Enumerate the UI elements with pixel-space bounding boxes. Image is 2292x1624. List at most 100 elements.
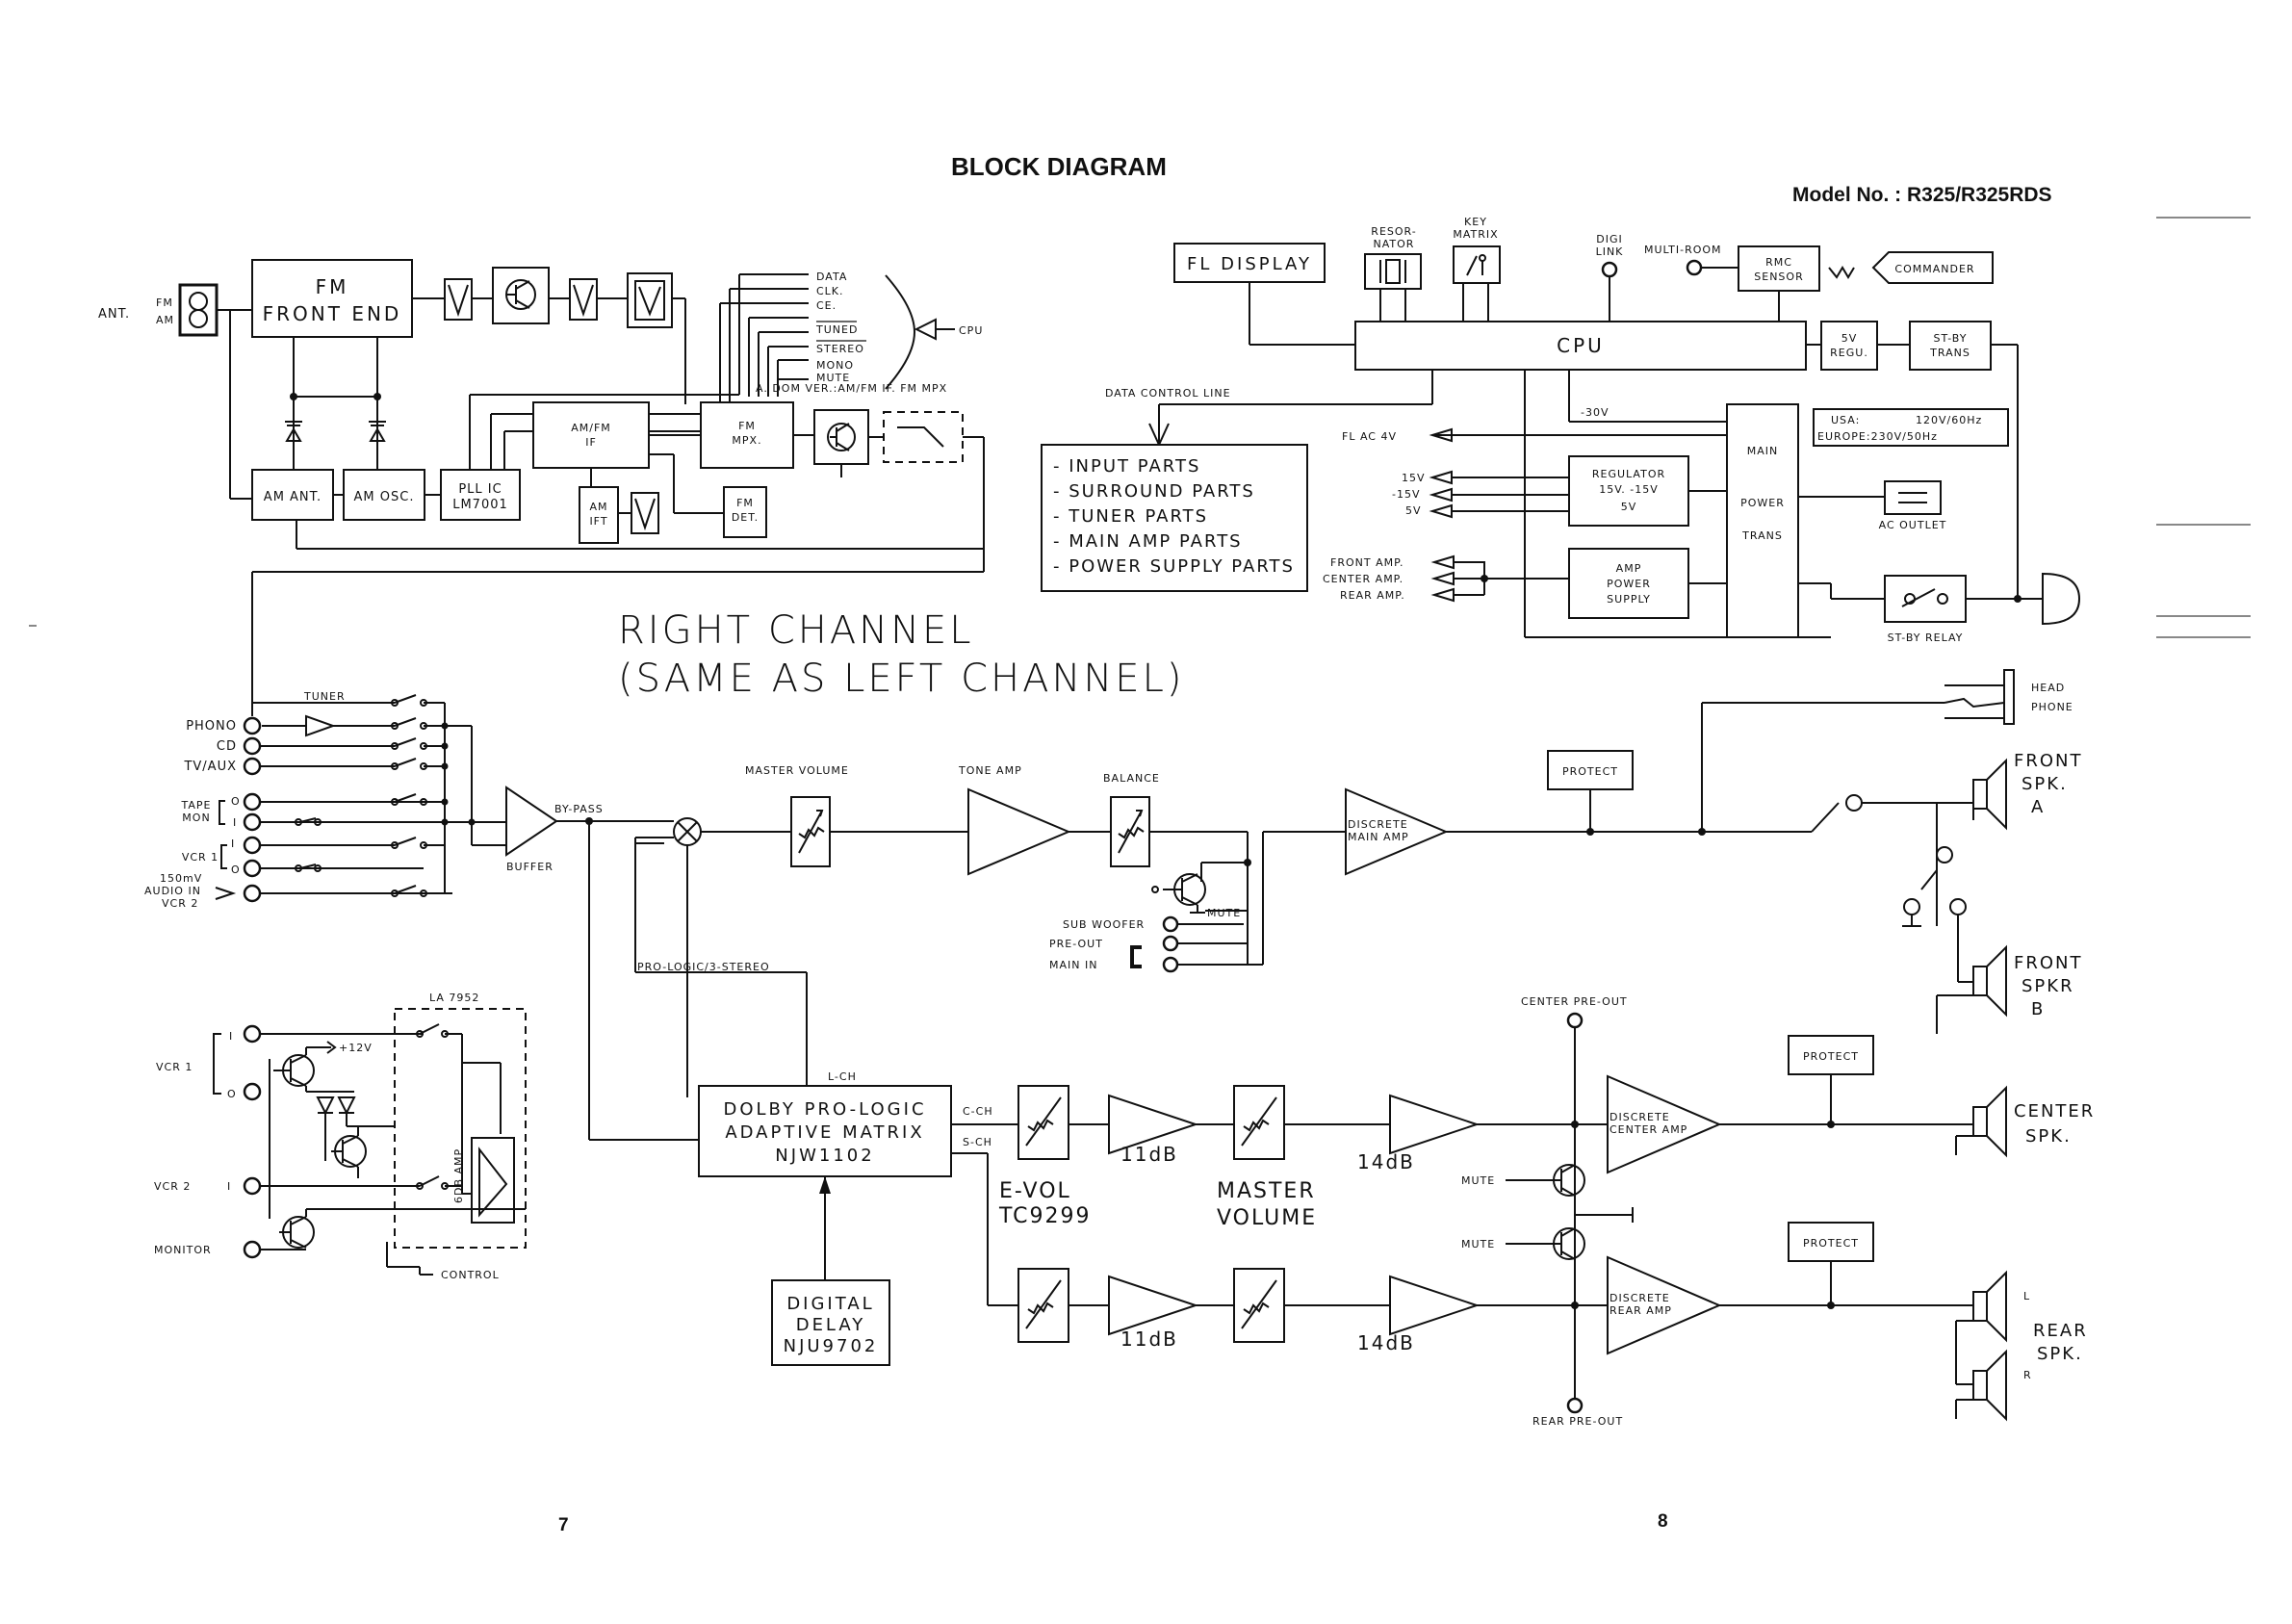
signal-clk: CLK. (816, 285, 844, 297)
stby-trans-block (1909, 321, 1992, 371)
svg-text:CENTER AMP.: CENTER AMP. (1323, 573, 1404, 585)
discrete-main-amp (1345, 787, 1449, 876)
svg-text:MONITOR: MONITOR (154, 1244, 212, 1256)
digital-delay-block (771, 1279, 890, 1366)
svg-text:B: B (2031, 999, 2045, 1019)
svg-text:E-VOL: E-VOL (999, 1179, 1071, 1203)
signal-stereo: STEREO (816, 343, 864, 355)
svg-text:14dB: 14dB (1357, 1331, 1415, 1354)
control-section: FL DISPLAY RESOR- NATOR KEY MATRIX DIGI … (1041, 216, 2081, 644)
svg-text:MASTER VOLUME: MASTER VOLUME (745, 764, 849, 777)
svg-text:ST-BY RELAY: ST-BY RELAY (1888, 632, 1964, 644)
varicap-icon (285, 421, 302, 442)
svg-text:MATRIX: MATRIX (1453, 228, 1498, 241)
main-path: PRO-LOGIC/3-STEREO MASTER VOLUME TONE AM… (634, 669, 2081, 1097)
svg-text:AM: AM (589, 501, 607, 513)
svg-text:MAIN: MAIN (1747, 445, 1779, 457)
right-channel-note: RIGHT CHANNEL (618, 608, 974, 653)
vcr1-out-jack (243, 859, 262, 878)
regulator-block (1568, 455, 1689, 527)
amp-power-supply-block (1568, 548, 1689, 619)
svg-text:BUFFER: BUFFER (506, 861, 554, 873)
svg-text:REGU.: REGU. (1830, 347, 1868, 359)
svg-text:FM: FM (736, 497, 754, 509)
tv-aux-jack (243, 757, 262, 776)
svg-text:5V: 5V (1621, 501, 1637, 513)
svg-text:PROTECT: PROTECT (1803, 1237, 1859, 1250)
svg-text:MUTE: MUTE (1461, 1238, 1495, 1250)
model-number: Model No. : R325/R325RDS (1792, 184, 2052, 206)
fm-det-block (723, 486, 767, 538)
svg-text:I: I (233, 816, 237, 829)
svg-text:5V: 5V (1841, 332, 1858, 345)
svg-text:AM OSC.: AM OSC. (354, 490, 415, 504)
ir-signal-icon (1828, 266, 1855, 279)
svg-text:NJU9702: NJU9702 (784, 1336, 879, 1356)
svg-text:BALANCE: BALANCE (1103, 772, 1160, 785)
svg-text:RMC: RMC (1765, 256, 1792, 269)
svg-text:CENTER: CENTER (2014, 1101, 2095, 1121)
svg-text:PLL IC: PLL IC (458, 482, 502, 497)
svg-text:SPK.: SPK. (2037, 1344, 2083, 1364)
rear-pre-out-jack (1566, 1397, 1584, 1414)
protect-main (1547, 750, 1634, 790)
svg-text:S-CH: S-CH (963, 1136, 992, 1148)
svg-text:SPK.: SPK. (2022, 774, 2068, 794)
ac-outlet-icon (1884, 480, 1942, 515)
svg-text:FL DISPLAY: FL DISPLAY (1187, 254, 1312, 274)
regu-5v-block (1820, 321, 1878, 371)
svg-text:DIGITAL: DIGITAL (786, 1294, 874, 1314)
gain-14db-rear (1389, 1275, 1481, 1336)
svg-text:COMMANDER: COMMANDER (1894, 263, 1974, 275)
svg-text:-30V: -30V (1581, 406, 1610, 419)
svg-text:USA:: USA: (1831, 414, 1860, 426)
svg-text:+12V: +12V (339, 1042, 373, 1054)
svg-text:FM: FM (316, 275, 349, 298)
front-speaker-a (1972, 779, 1988, 810)
headphone-jack (2003, 669, 2015, 725)
ant-label: ANT. (98, 307, 130, 322)
svg-text:MAIN AMP: MAIN AMP (1348, 831, 1409, 843)
signal-mute: MUTE (816, 372, 850, 384)
protect-rear (1788, 1222, 1874, 1262)
margin-marks (29, 217, 2251, 638)
lpf-filter (883, 411, 964, 463)
svg-text:FL AC 4V: FL AC 4V (1342, 430, 1397, 443)
pll-ic-block (440, 469, 521, 521)
svg-text:DOLBY PRO-LOGIC: DOLBY PRO-LOGIC (723, 1099, 926, 1120)
svg-text:ST-BY: ST-BY (1934, 332, 1968, 345)
svg-text:FM: FM (156, 296, 173, 309)
phono-jack (243, 716, 262, 735)
dolby-pro-logic-block (698, 1085, 952, 1177)
discrete-rear-amp (1607, 1255, 1722, 1355)
tape-out-jack (243, 792, 262, 812)
svg-text:PROTECT: PROTECT (1803, 1050, 1859, 1063)
diode-pair (316, 1096, 356, 1116)
parts-item: - SURROUND PARTS (1053, 481, 1255, 502)
svg-text:SPKR: SPKR (2022, 976, 2074, 996)
svg-text:PROTECT: PROTECT (1562, 765, 1618, 778)
svg-text:CENTER PRE-OUT: CENTER PRE-OUT (1521, 995, 1628, 1008)
tuner-output-stage (813, 409, 869, 465)
svg-text:SUPPLY: SUPPLY (1607, 593, 1651, 606)
input-selector: TUNER PHONO CD TV/AUX TAPE MON O I VCR 1… (144, 690, 699, 1141)
svg-text:VOLUME: VOLUME (1217, 1206, 1317, 1230)
svg-text:RESOR-: RESOR- (1371, 225, 1416, 238)
page-number-left: 7 (558, 1515, 569, 1535)
svg-text:PHONE: PHONE (2031, 701, 2073, 713)
svg-text:REAR PRE-OUT: REAR PRE-OUT (1532, 1415, 1623, 1428)
selector-switches (295, 694, 445, 897)
am-fm-if-block (532, 401, 650, 469)
parts-item: - POWER SUPPLY PARTS (1053, 556, 1295, 577)
svg-text:6DB AMP: 6DB AMP (452, 1148, 465, 1203)
tape-in-jack (243, 812, 262, 832)
svg-text:MUTE: MUTE (1461, 1174, 1495, 1187)
signal-tuned: TUNED (815, 323, 858, 336)
tuner-section: ANT. FM AM FM FRONT END (98, 259, 985, 704)
svg-text:AMP: AMP (1616, 562, 1642, 575)
rmc-sensor-block (1738, 245, 1820, 292)
svg-text:120V/60Hz: 120V/60Hz (1916, 414, 1982, 426)
svg-text:POWER: POWER (1607, 578, 1651, 590)
video-vcr1-in-jack (243, 1024, 262, 1044)
cd-jack (243, 736, 262, 756)
